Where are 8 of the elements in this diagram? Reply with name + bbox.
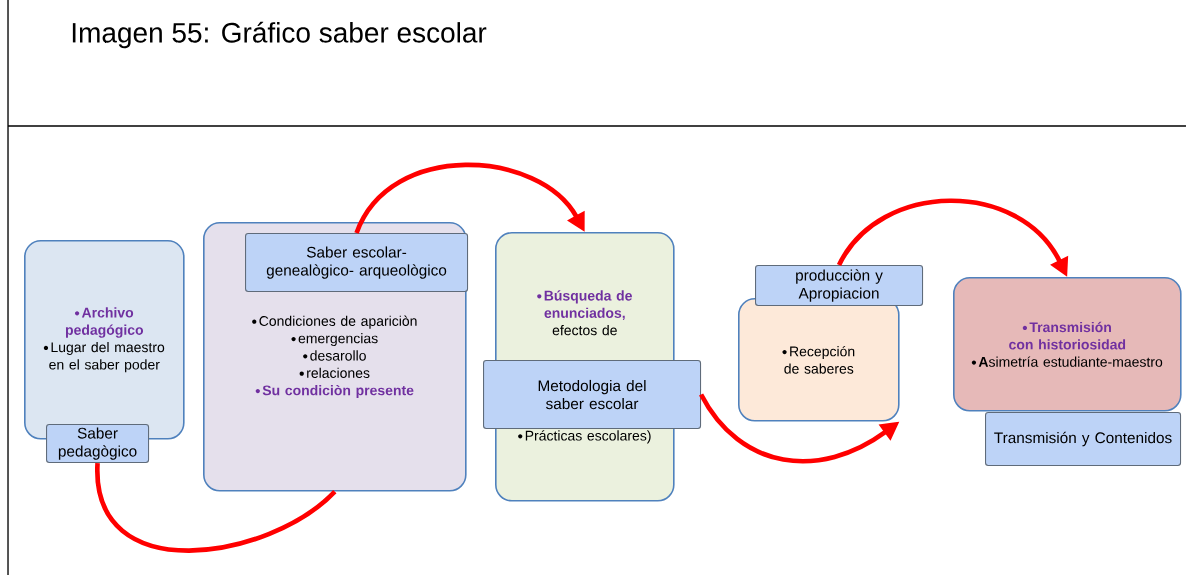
curved-arrow xyxy=(354,162,585,235)
label-box: producciòn y Apropiacion xyxy=(755,265,924,307)
label-box: Transmisión y Contenidos xyxy=(985,412,1182,467)
label-box: Saber escolar- genealògico- arqueològico xyxy=(245,233,469,293)
title: Imagen 55: Gráfico saber escolar xyxy=(72,21,487,49)
label-box: Metodologia del saber escolar xyxy=(483,360,702,430)
rounded-box: Transmisión con historiosidad Asimetría estudiante-maestro xyxy=(953,277,1182,412)
label-box: Saber pedagògico xyxy=(46,424,150,464)
